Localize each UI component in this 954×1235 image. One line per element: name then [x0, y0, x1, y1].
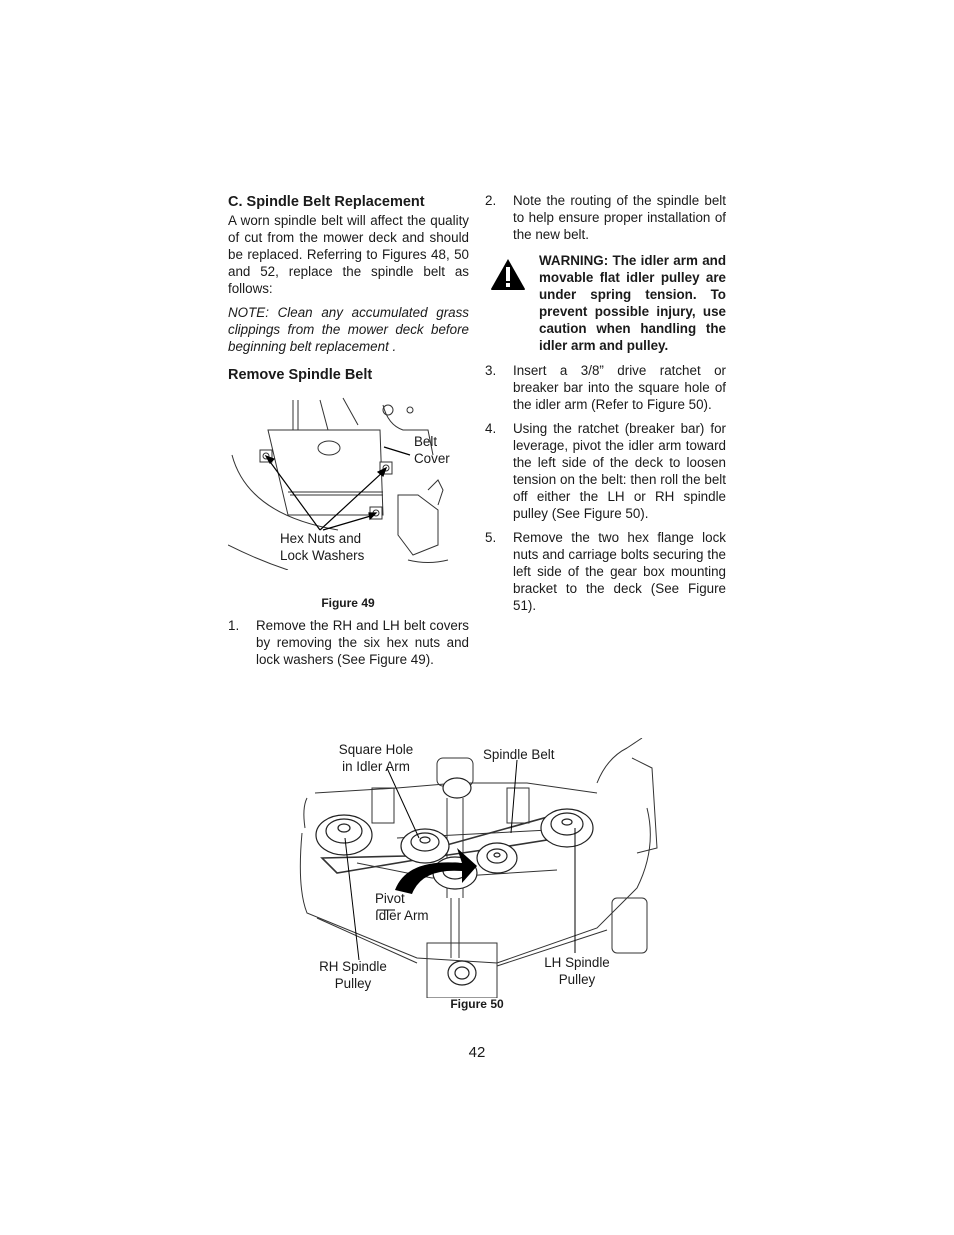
step-number: 5.	[485, 530, 497, 545]
figure-50: Square Hole in Idler Arm Spindle Belt Pi…	[297, 737, 659, 999]
square-hole-label: Square Hole in Idler Arm	[338, 742, 414, 774]
subheading: Remove Spindle Belt	[228, 367, 373, 383]
step-5: 5. Remove the two hex flange lock nuts a…	[485, 529, 726, 614]
warning-block: WARNING: The idler arm and movable flat …	[485, 252, 726, 354]
step-text: Remove the two hex flange lock nuts and …	[513, 530, 726, 613]
step-number: 4.	[485, 421, 497, 436]
lh-spindle-pulley-label: LH Spindle Pulley	[544, 955, 610, 987]
page-number: 42	[468, 1044, 486, 1061]
belt-cover-illustration	[227, 397, 449, 571]
rh-spindle-pulley-label: RH Spindle Pulley	[319, 959, 387, 991]
step-text: Using the ratchet (breaker bar) for leve…	[513, 421, 726, 521]
hex-nuts-label: Hex Nuts and Lock Washers	[280, 531, 365, 563]
step-text: Note the routing of the spindle belt to …	[513, 193, 726, 242]
step-text: Remove the RH and LH belt covers by remo…	[256, 618, 469, 667]
left-column: C. Spindle Belt Replacement A worn spind…	[228, 193, 469, 384]
step-3: 3. Insert a 3/8” drive ratchet or breake…	[485, 362, 726, 413]
step-number: 2.	[485, 193, 497, 208]
belt-cover-label: Belt Cover	[414, 434, 450, 466]
step-2: 2. Note the routing of the spindle belt …	[485, 192, 726, 243]
step-number: 3.	[485, 363, 497, 378]
section-heading: C. Spindle Belt Replacement	[228, 194, 425, 210]
mower-deck-illustration	[299, 737, 658, 999]
figure-49-caption: Figure 49	[321, 596, 375, 610]
figure-50-caption: Figure 50	[450, 997, 504, 1011]
step-text: Insert a 3/8” drive ratchet or breaker b…	[513, 363, 726, 412]
step-4: 4. Using the ratchet (breaker bar) for l…	[485, 420, 726, 522]
intro-paragraph: A worn spindle belt will affect the qual…	[228, 213, 469, 296]
step-1: 1. Remove the RH and LH belt covers by r…	[228, 617, 469, 668]
note-paragraph: NOTE: Clean any accumulated grass clippi…	[228, 305, 469, 354]
left-steps: 1. Remove the RH and LH belt covers by r…	[228, 617, 469, 668]
step-number: 1.	[228, 618, 240, 633]
warning-text: WARNING: The idler arm and movable flat …	[539, 253, 726, 353]
right-column: 2. Note the routing of the spindle belt …	[485, 192, 726, 614]
spindle-belt-label: Spindle Belt	[483, 747, 555, 762]
pivot-idler-arm-label: Pivot Idler Arm	[375, 891, 429, 923]
figure-49: Belt Cover Hex Nuts and Lock Washers	[227, 395, 468, 571]
warning-triangle-icon	[491, 259, 525, 290]
